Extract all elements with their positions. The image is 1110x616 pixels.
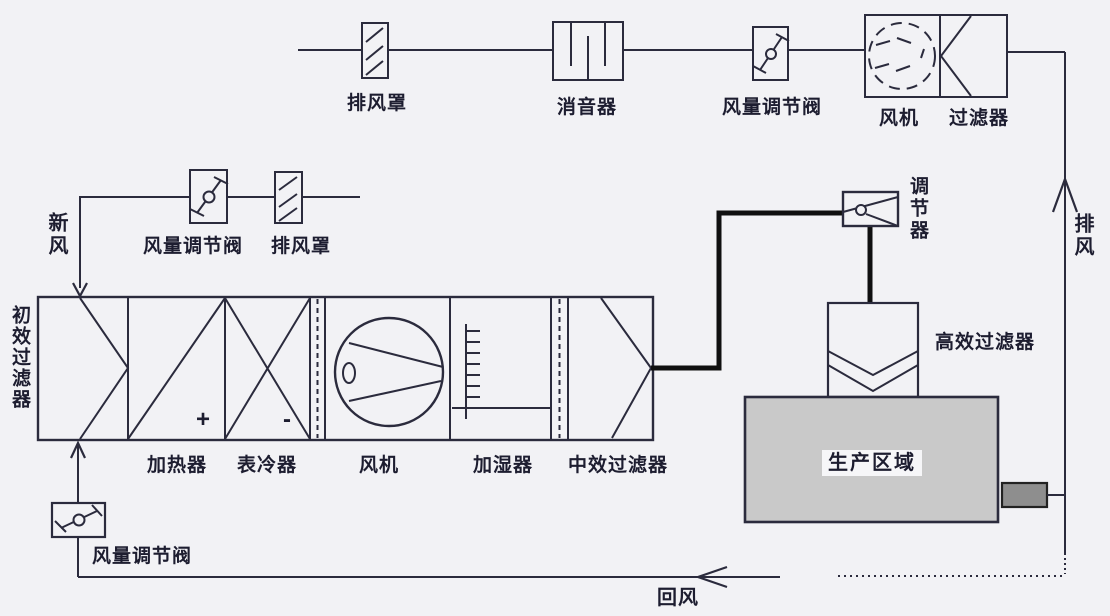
production-area-label: 生产区域 <box>822 450 922 476</box>
silencer-label: 消音器 <box>556 97 617 118</box>
exhaust-hood-mid-label: 排风罩 <box>270 236 331 257</box>
damper-top-label: 风量调节阀 <box>721 97 822 118</box>
humidifier-label: 加湿器 <box>472 455 533 476</box>
exhaust-riser-line <box>1051 52 1079 574</box>
return-duct-stub <box>1000 481 1064 509</box>
supply-duct-line <box>651 210 873 371</box>
cooler-section-symbol <box>224 297 311 440</box>
silencer-symbol <box>552 21 624 81</box>
return-air-label: 回风 <box>657 587 699 609</box>
damper-valve-top-symbol <box>752 26 790 81</box>
heater-section-symbol <box>127 297 226 440</box>
regulator-label: 调节器 <box>907 176 928 242</box>
ahu-box <box>36 295 655 442</box>
damper-mid-label: 风量调节阀 <box>142 236 243 257</box>
exhaust-fan-symbol <box>864 14 1008 98</box>
fresh-air-label: 新风 <box>45 212 67 258</box>
production-area-box <box>743 395 1000 524</box>
coarse-filter-symbol <box>79 297 130 440</box>
exhaust-hood-top-symbol <box>361 22 389 79</box>
return-branch-line <box>70 440 86 577</box>
hepa-filter-symbol <box>826 301 920 399</box>
return-air-line <box>78 565 1065 589</box>
hepa-filter-label: 高效过滤器 <box>934 332 1035 353</box>
damper-valve-bottom-symbol <box>50 501 107 539</box>
exhaust-air-label: 排风 <box>1071 213 1093 259</box>
primary-filter-label: 初效过滤器 <box>9 305 30 410</box>
supply-fan-symbol <box>333 316 445 428</box>
mid-filter-label: 中效过滤器 <box>567 455 668 476</box>
filter-top-label: 过滤器 <box>948 108 1009 129</box>
exhaust-hood-top-label: 排风罩 <box>346 93 407 114</box>
damper-valve-mid-symbol <box>189 169 229 224</box>
fan-top-label: 风机 <box>878 108 919 129</box>
humidifier-symbol <box>452 324 551 419</box>
heater-plus-sign: + <box>196 406 211 433</box>
damper-bottom-label: 风量调节阀 <box>91 546 192 567</box>
ahu-fan-label: 风机 <box>358 455 399 476</box>
exhaust-hood-mid-symbol <box>274 171 303 224</box>
exhaust-filter-symbol <box>939 15 972 97</box>
heater-label: 加热器 <box>146 455 207 476</box>
regulator-symbol <box>841 190 900 228</box>
cooler-label: 表冷器 <box>236 455 297 476</box>
cooler-minus-sign: - <box>283 406 291 433</box>
